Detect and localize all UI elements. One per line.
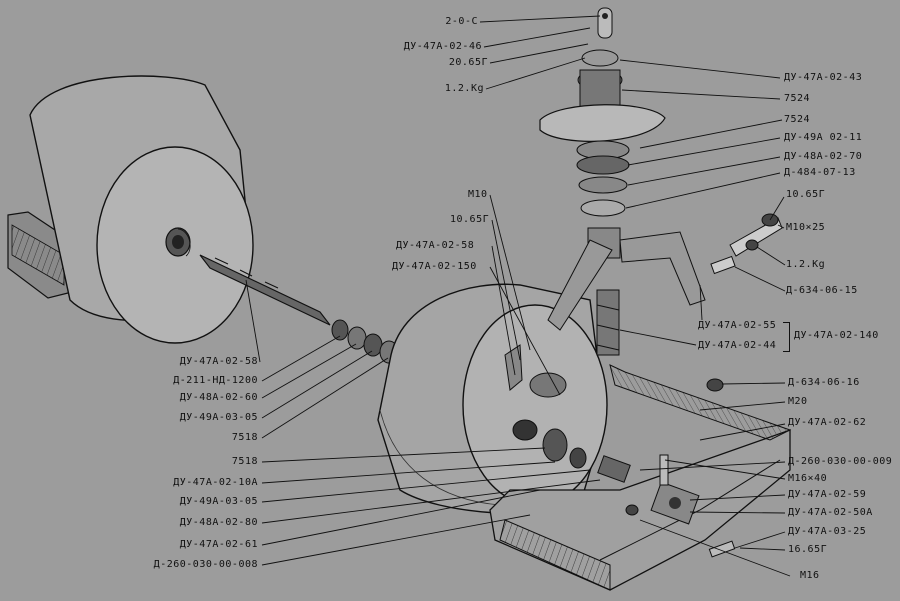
leader-lines xyxy=(245,15,791,577)
label-7524-a: 7524 xyxy=(784,93,811,104)
label-du-47a-02-58-left: ДУ-47А-02-58 xyxy=(179,356,258,367)
label-du-47a-02-140: ДУ-47А-02-140 xyxy=(794,330,879,341)
label-20-65g: 20.65Г xyxy=(448,57,488,68)
label-7518-a: 7518 xyxy=(231,432,258,443)
shaft xyxy=(199,254,399,364)
label-m10: M10 xyxy=(468,189,488,200)
label-1-2-kg-top: 1.2.Kg xyxy=(444,83,484,94)
label-d-260-030-00-008: Д-260-030-00-008 xyxy=(153,559,258,570)
label-7524-b: 7524 xyxy=(784,114,811,125)
label-du-47a-03-25: ДУ-47А-03-25 xyxy=(788,526,867,537)
label-10-65g-center: 10.65Г xyxy=(450,214,490,225)
label-du-47a-02-55: ДУ-47А-02-55 xyxy=(698,320,777,331)
label-du-47a-02-46: ДУ-47А-02-46 xyxy=(403,41,482,52)
label-1-2-kg-right: 1.2.Kg xyxy=(786,259,826,270)
label-du-49a-02-11: ДУ-49А 02-11 xyxy=(784,132,863,143)
label-d-211-nd-1200: Д-211-НД-1200 xyxy=(173,375,258,386)
label-du-48a-02-60: ДУ-48А-02-60 xyxy=(179,392,258,403)
label-du-47a-02-44: ДУ-47А-02-44 xyxy=(698,340,777,351)
label-m10x25: M10×25 xyxy=(786,222,826,233)
label-du-47a-02-62: ДУ-47А-02-62 xyxy=(788,417,867,428)
label-m20: M20 xyxy=(788,396,808,407)
label-du-49a-03-05-b: ДУ-49А-03-05 xyxy=(179,496,258,507)
label-du-48a-02-80: ДУ-48А-02-80 xyxy=(179,517,258,528)
label-d-484-07-13: Д-484-07-13 xyxy=(784,167,856,178)
left-drum xyxy=(7,75,254,344)
label-du-47a-02-43: ДУ-47А-02-43 xyxy=(784,72,863,83)
label-m16: M16 xyxy=(800,570,820,581)
label-du-47a-02-10a: ДУ-47А-02-10А xyxy=(173,477,258,488)
label-du-48a-02-70: ДУ-48А-02-70 xyxy=(784,151,863,162)
label-du-47a-02-50a: ДУ-47А-02-50А xyxy=(788,507,873,518)
label-m16x40: M16×40 xyxy=(788,473,828,484)
label-du-49a-03-05-a: ДУ-49А-03-05 xyxy=(179,412,258,423)
small-parts xyxy=(710,213,783,275)
label-d-260-030-00-009: Д-260-030-00-009 xyxy=(788,456,893,467)
label-du-47a-02-59: ДУ-47А-02-59 xyxy=(788,489,867,500)
right-drum xyxy=(377,283,608,515)
label-10-65g-right: 10.65Г xyxy=(786,189,826,200)
label-du-47a-02-61: ДУ-47А-02-61 xyxy=(179,539,258,550)
label-du-47a-02-58-center: ДУ-47А-02-58 xyxy=(396,240,475,251)
vertical-column xyxy=(539,7,706,356)
base-frame xyxy=(489,364,792,591)
label-7518-b: 7518 xyxy=(231,456,258,467)
bracket-group xyxy=(783,322,790,352)
label-16-65g: 16.65Г xyxy=(788,544,828,555)
label-du-47a-02-150: ДУ-47А-02-150 xyxy=(392,261,477,272)
label-2-0-c: 2-0-С xyxy=(445,16,478,27)
label-d-634-06-16: Д-634-06-16 xyxy=(788,377,860,388)
label-d-634-06-15: Д-634-06-15 xyxy=(786,285,858,296)
